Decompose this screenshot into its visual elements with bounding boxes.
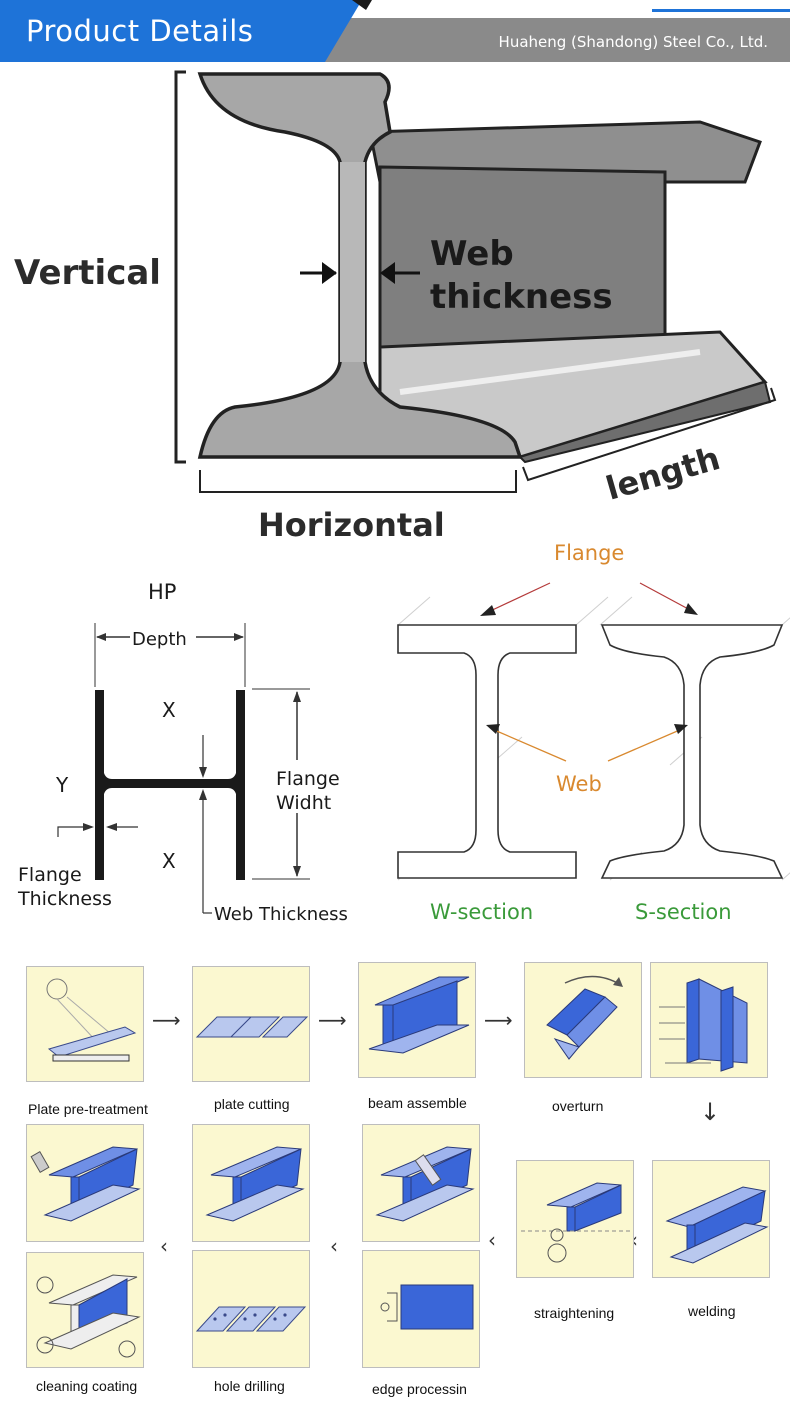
header-banner: Product Details Huaheng (Shandong) Steel… xyxy=(0,0,790,62)
x-axis-label-top: X xyxy=(162,698,176,722)
flange-pointer-arrows xyxy=(480,582,698,616)
step-box-welding xyxy=(652,1160,770,1278)
w-section-shape xyxy=(397,624,577,879)
step-box-hole-drilling xyxy=(192,1250,310,1368)
x-axis-label-bottom: X xyxy=(162,849,176,873)
overturn-icon xyxy=(546,975,623,1060)
step-box-beam-assemble xyxy=(358,962,476,1078)
step-label-hole-drilling: hole drilling xyxy=(214,1378,285,1394)
hole-drilling-beam-icon xyxy=(205,1146,305,1222)
arrow-left-3: ‹ xyxy=(330,1234,338,1258)
banner-background xyxy=(0,0,790,62)
beam-3d-diagram: Vertical Web thickness Horizontal length xyxy=(14,70,777,542)
step-label-welding: welding xyxy=(688,1303,736,1319)
step-box-plate-pretreatment xyxy=(26,966,144,1082)
step-label-plate-pretreatment: Plate pre-treatment xyxy=(28,1101,148,1117)
cleaning-coating-icon xyxy=(36,1274,141,1358)
y-axis-label: Y xyxy=(55,773,69,797)
arrow-down-1: ↓ xyxy=(700,1098,721,1126)
hp-section-diagram: HP Depth X X Y Flange Widht Web Thicknes… xyxy=(17,580,348,925)
web-label-line1: Web xyxy=(430,234,514,274)
length-dimension-bracket xyxy=(522,387,777,482)
step-box-straightening xyxy=(516,1160,634,1278)
hp-title: HP xyxy=(148,580,176,604)
beam-assemble-icon xyxy=(368,976,470,1054)
flange-label: Flange xyxy=(554,541,624,565)
hp-h-shape xyxy=(95,690,245,880)
company-name: Huaheng (Shandong) Steel Co., Ltd. xyxy=(498,33,768,51)
cleaning-beam-icon xyxy=(30,1146,141,1222)
vertical-dimension-bracket xyxy=(174,70,186,464)
step-box-hole-drilling-beam xyxy=(192,1124,310,1242)
flange-width-label-line1: Flange xyxy=(276,768,340,790)
plate-cutting-icon xyxy=(195,1016,309,1038)
web-thickness-label: Web Thickness xyxy=(214,904,348,925)
web-pointer-arrows xyxy=(486,724,688,762)
w-s-section-diagram: Flange Web W-section S-section xyxy=(397,541,790,924)
edge-processing-beam-icon xyxy=(375,1146,475,1222)
vertical-label: Vertical xyxy=(14,253,161,293)
flange-thickness-label-line1: Flange xyxy=(18,864,82,886)
horizontal-dimension-bracket xyxy=(199,470,517,493)
arrow-left-4: ‹ xyxy=(160,1234,168,1258)
page-title: Product Details xyxy=(26,14,254,48)
welding-prep-icon xyxy=(659,978,748,1072)
horizontal-label: Horizontal xyxy=(258,506,445,542)
step-box-overturn xyxy=(524,962,642,1078)
step-box-cleaning-beam xyxy=(26,1124,144,1242)
web-label: Web xyxy=(556,772,602,796)
hole-drilling-icon xyxy=(195,1306,307,1332)
flange-thickness-label-line2: Thickness xyxy=(17,888,112,910)
edge-processing-icon xyxy=(380,1284,474,1330)
arrow-left-2: ‹ xyxy=(488,1228,496,1252)
s-section-shape xyxy=(600,624,784,879)
step-box-edge-processing xyxy=(362,1250,480,1368)
w-section-label: W-section xyxy=(430,900,533,924)
plate-pretreatment-icon xyxy=(46,978,137,1062)
beam-extrusion xyxy=(368,120,772,464)
web-label-line2: thickness xyxy=(430,277,613,317)
step-label-edge-processing: edge processin xyxy=(372,1381,467,1397)
step-label-beam-assemble: beam assemble xyxy=(368,1095,467,1111)
step-label-overturn: overturn xyxy=(552,1098,604,1114)
arrow-right-3: ⟶ xyxy=(484,1008,513,1032)
arrow-left-1: ‹ xyxy=(630,1230,638,1250)
step-box-plate-cutting xyxy=(192,966,310,1082)
step-label-plate-cutting: plate cutting xyxy=(214,1096,290,1112)
arrow-right-2: ⟶ xyxy=(318,1008,347,1032)
step-label-cleaning-coating: cleaning coating xyxy=(36,1378,138,1394)
flange-width-label-line2: Widht xyxy=(276,792,331,814)
straightening-icon xyxy=(521,1182,631,1263)
arrow-right-1: ⟶ xyxy=(152,1008,181,1032)
depth-label: Depth xyxy=(132,629,187,650)
step-label-straightening: straightening xyxy=(534,1305,615,1321)
step-box-edge-processing-beam xyxy=(362,1124,480,1242)
web-thickness-arrows xyxy=(300,262,420,284)
welding-icon xyxy=(665,1186,769,1264)
step-box-welding-prep xyxy=(650,962,768,1078)
step-box-cleaning-coating xyxy=(26,1252,144,1368)
s-section-label: S-section xyxy=(635,900,732,924)
